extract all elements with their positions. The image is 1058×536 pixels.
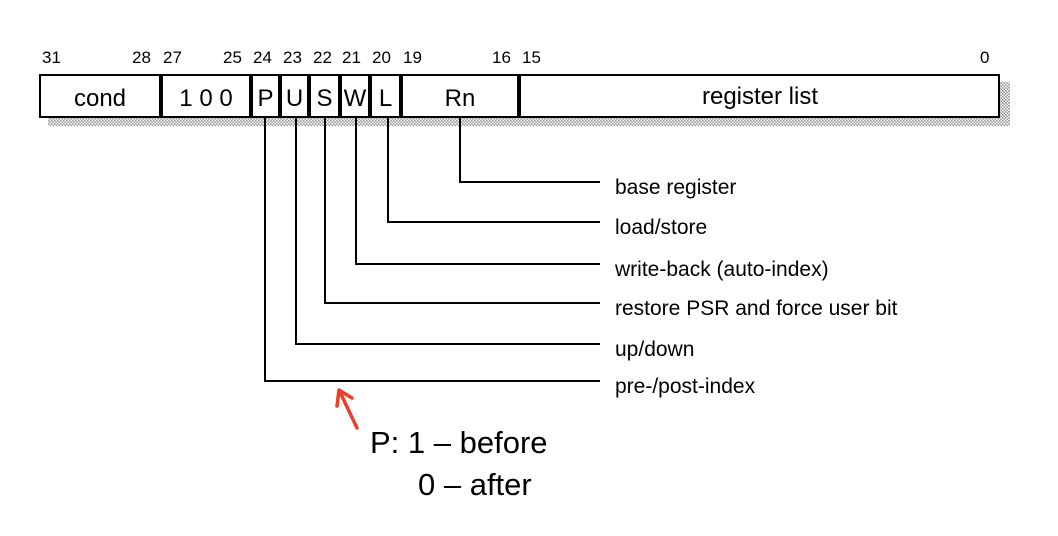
- label-base-register: base register: [615, 176, 736, 199]
- field-boxes: [39, 74, 1000, 118]
- field-rn: Rn: [445, 85, 476, 112]
- red-arrow-icon: [335, 388, 359, 430]
- field-box-cond: [39, 74, 161, 118]
- leader-line-w: [355, 118, 600, 265]
- field-box-u: [280, 74, 309, 118]
- p-bit-note: P: 1 – before 0 – after: [370, 425, 548, 502]
- bit-25: 25: [223, 48, 242, 67]
- field-box-l: [370, 74, 401, 118]
- field-l: L: [379, 85, 392, 112]
- label-restore-psr: restore PSR and force user bit: [615, 297, 898, 320]
- field-box-rn: [401, 74, 519, 118]
- leader-line-s: [324, 118, 600, 304]
- leader-line-p: [264, 118, 600, 382]
- bit-numbers: 31 28 27 25 24 23 22 21 20 19 16 15 0: [42, 48, 989, 67]
- note-line-1: P: 1 – before: [370, 425, 548, 460]
- bit-15: 15: [522, 48, 541, 67]
- leader-line-l: [387, 118, 600, 223]
- field-labels: cond 1 0 0 P U S W L Rn register list: [74, 83, 818, 112]
- bit-19: 19: [403, 48, 422, 67]
- field-box-fixed: [161, 74, 251, 118]
- field-reglist: register list: [702, 83, 818, 110]
- bit-22: 22: [313, 48, 332, 67]
- field-s: S: [316, 85, 332, 112]
- field-w: W: [344, 85, 367, 112]
- field-box-reglist: [519, 74, 1000, 118]
- field-box-s: [309, 74, 340, 118]
- field-shadow: [48, 82, 1010, 126]
- field-box-p: [251, 74, 280, 118]
- leader-labels: base register load/store write-back (aut…: [614, 176, 898, 398]
- label-load-store: load/store: [615, 216, 707, 239]
- leader-line-u: [295, 118, 600, 345]
- bit-23: 23: [283, 48, 302, 67]
- bit-21: 21: [342, 48, 361, 67]
- bit-20: 20: [372, 48, 391, 67]
- bit-24: 24: [253, 48, 272, 67]
- bit-16: 16: [492, 48, 511, 67]
- label-write-back: write-back (auto-index): [614, 258, 829, 281]
- field-cond: cond: [74, 85, 126, 112]
- leader-line-rn: [459, 118, 600, 183]
- bit-28: 28: [132, 48, 151, 67]
- field-fixed: 1 0 0: [179, 85, 232, 112]
- field-p: P: [257, 85, 273, 112]
- note-line-2: 0 – after: [418, 467, 532, 502]
- field-u: U: [286, 85, 303, 112]
- label-pre-post-index: pre-/post-index: [615, 375, 756, 398]
- bit-0: 0: [980, 48, 989, 67]
- bit-31: 31: [42, 48, 61, 67]
- label-up-down: up/down: [615, 338, 694, 361]
- leader-lines: [264, 118, 600, 382]
- bit-27: 27: [163, 48, 182, 67]
- field-box-w: [340, 74, 370, 118]
